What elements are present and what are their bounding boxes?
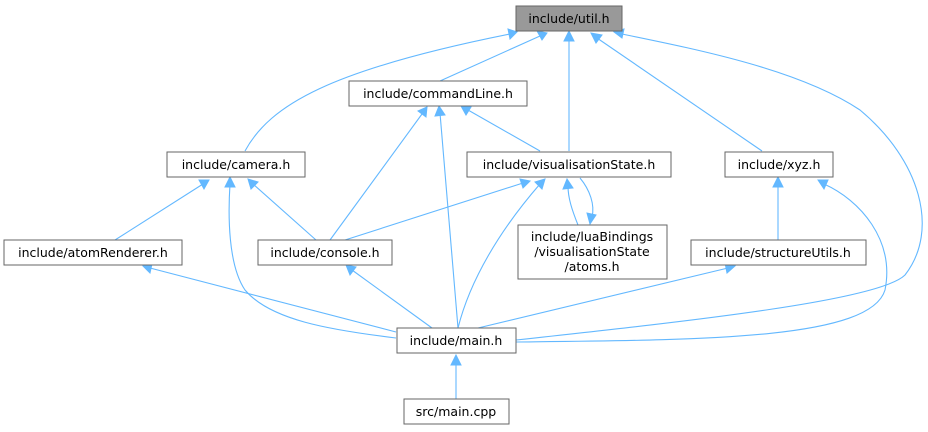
node-label: include/util.h xyxy=(528,11,609,26)
edge-main-to-camera xyxy=(228,183,397,339)
edge-console-to-commandline xyxy=(329,113,423,241)
node-camera[interactable]: include/camera.h xyxy=(166,151,306,178)
arrowhead xyxy=(519,178,532,189)
node-label: include/commandLine.h xyxy=(363,86,513,101)
edge-visualisationstate-to-luaatoms xyxy=(579,177,594,218)
arrowhead xyxy=(507,28,518,41)
node-label: include/xyz.h xyxy=(738,157,821,172)
node-box xyxy=(515,5,623,32)
edge-commandline-to-util xyxy=(439,35,541,82)
arrowhead xyxy=(772,175,784,188)
arrowhead xyxy=(247,178,259,190)
node-box xyxy=(257,239,393,266)
edge-main-to-console xyxy=(351,269,433,329)
arrowhead xyxy=(562,177,574,190)
node-label: include/main.h xyxy=(410,333,503,348)
node-box xyxy=(396,327,517,354)
node-maincpp[interactable]: src/main.cpp xyxy=(403,398,510,425)
node-xyz[interactable]: include/xyz.h xyxy=(724,151,834,178)
edge-main-to-util xyxy=(515,33,923,341)
node-luabindings-atoms[interactable]: include/luaBindings /visualisationState … xyxy=(517,224,668,280)
node-label: include/atomRenderer.h xyxy=(18,245,168,260)
node-box xyxy=(403,398,510,425)
node-visualisationstate[interactable]: include/visualisationState.h xyxy=(466,151,672,178)
node-label: src/main.cpp xyxy=(416,404,496,419)
node-label: include/camera.h xyxy=(182,157,291,172)
edge-luaatoms-to-visualisationstate xyxy=(567,185,579,226)
arrowhead xyxy=(345,264,357,277)
arrowhead xyxy=(417,106,428,118)
node-structureutils[interactable]: include/structureUtils.h xyxy=(690,239,867,266)
node-main[interactable]: include/main.h xyxy=(396,327,517,354)
edge-console-to-visualisationstate xyxy=(344,182,524,241)
node-label-line-1: include/luaBindings xyxy=(531,229,653,244)
node-label-line-2: /visualisationState xyxy=(534,244,650,259)
node-box xyxy=(724,151,834,178)
edge-main-to-commandline xyxy=(439,112,459,329)
node-box xyxy=(517,224,668,280)
node-label: include/console.h xyxy=(270,245,379,260)
edge-main-to-visualisationstate xyxy=(457,183,541,329)
edge-visualisationstate-to-commandline xyxy=(467,109,541,152)
node-label-line-3: /atoms.h xyxy=(564,259,619,274)
edge-main-to-structureutils xyxy=(477,267,729,329)
arrowhead xyxy=(586,212,597,226)
arrowhead xyxy=(817,179,829,191)
edges xyxy=(114,28,923,399)
edge-camera-to-util xyxy=(244,33,511,152)
edge-main-to-atomrenderer xyxy=(149,267,397,333)
node-box xyxy=(466,151,672,178)
arrowhead xyxy=(434,104,446,117)
node-label: include/structureUtils.h xyxy=(705,245,851,260)
arrowhead xyxy=(590,32,603,44)
node-util[interactable]: include/util.h xyxy=(515,5,623,32)
edge-xyz-to-util xyxy=(596,37,763,152)
node-box xyxy=(166,151,306,178)
node-box xyxy=(3,239,183,266)
node-box xyxy=(690,239,867,266)
arrowhead xyxy=(563,29,575,42)
arrowhead xyxy=(198,179,210,191)
node-label: include/visualisationState.h xyxy=(483,157,656,172)
arrowhead xyxy=(536,30,548,41)
node-console[interactable]: include/console.h xyxy=(257,239,393,266)
arrowhead xyxy=(534,178,546,190)
edge-main-to-xyz xyxy=(515,183,888,343)
edge-atomrenderer-to-camera xyxy=(114,183,204,241)
edge-console-to-camera xyxy=(252,183,317,241)
arrowhead xyxy=(224,175,236,188)
node-commandline[interactable]: include/commandLine.h xyxy=(348,80,528,107)
arrowhead xyxy=(450,353,462,366)
node-atomrenderer[interactable]: include/atomRenderer.h xyxy=(3,239,183,266)
node-box xyxy=(348,80,528,107)
